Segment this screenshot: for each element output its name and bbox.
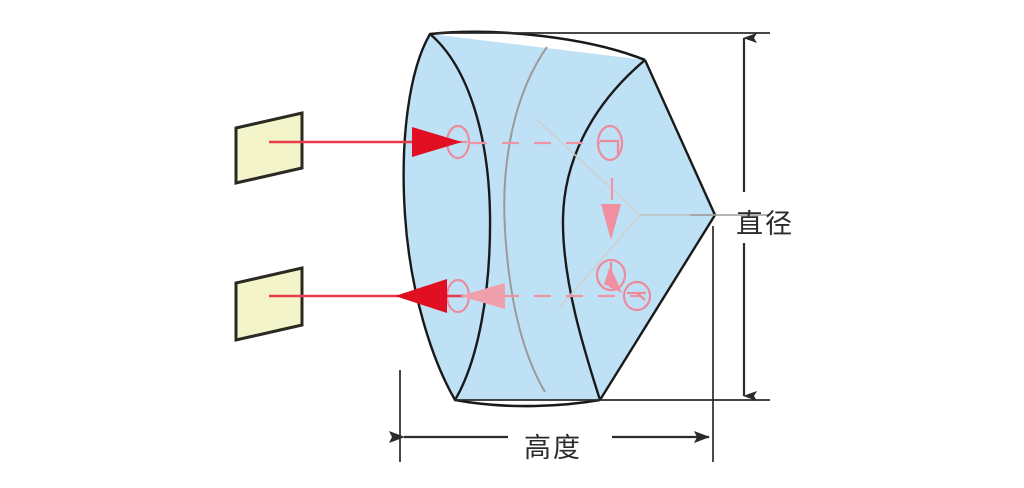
light-source-plate-bottom	[234, 266, 304, 342]
hidden-silhouette-curve	[503, 46, 548, 393]
light-source-plate-top	[234, 111, 304, 185]
diameter-label: 直径	[736, 209, 794, 240]
outgoing-beam-arrow	[395, 279, 447, 313]
gauge-mark-lower-cluster	[595, 258, 652, 312]
height-label: 高度	[524, 433, 582, 464]
gauge-mark-upper-right	[596, 124, 624, 162]
lens-wedge-lower-face	[598, 214, 717, 401]
outgoing-beam-inner-taper	[460, 283, 505, 309]
lens-wedge-upper-face	[643, 59, 717, 216]
optical-beams	[269, 127, 505, 313]
lens-bottom-edge	[454, 398, 601, 408]
wedge-apex-construction-line-upper	[534, 117, 641, 216]
light-source-plates	[234, 111, 304, 342]
dimension-annotations	[389, 32, 770, 462]
gauge-cluster-arrow	[604, 266, 622, 293]
gauge-arrow-mid	[601, 204, 621, 240]
optical-axis-centerlines	[470, 141, 640, 298]
lens-rear-curve-seam	[561, 59, 646, 401]
incoming-beam-arrow	[412, 127, 462, 157]
wedge-apex-construction-line-lower	[559, 214, 641, 308]
lens-body	[402, 30, 717, 408]
